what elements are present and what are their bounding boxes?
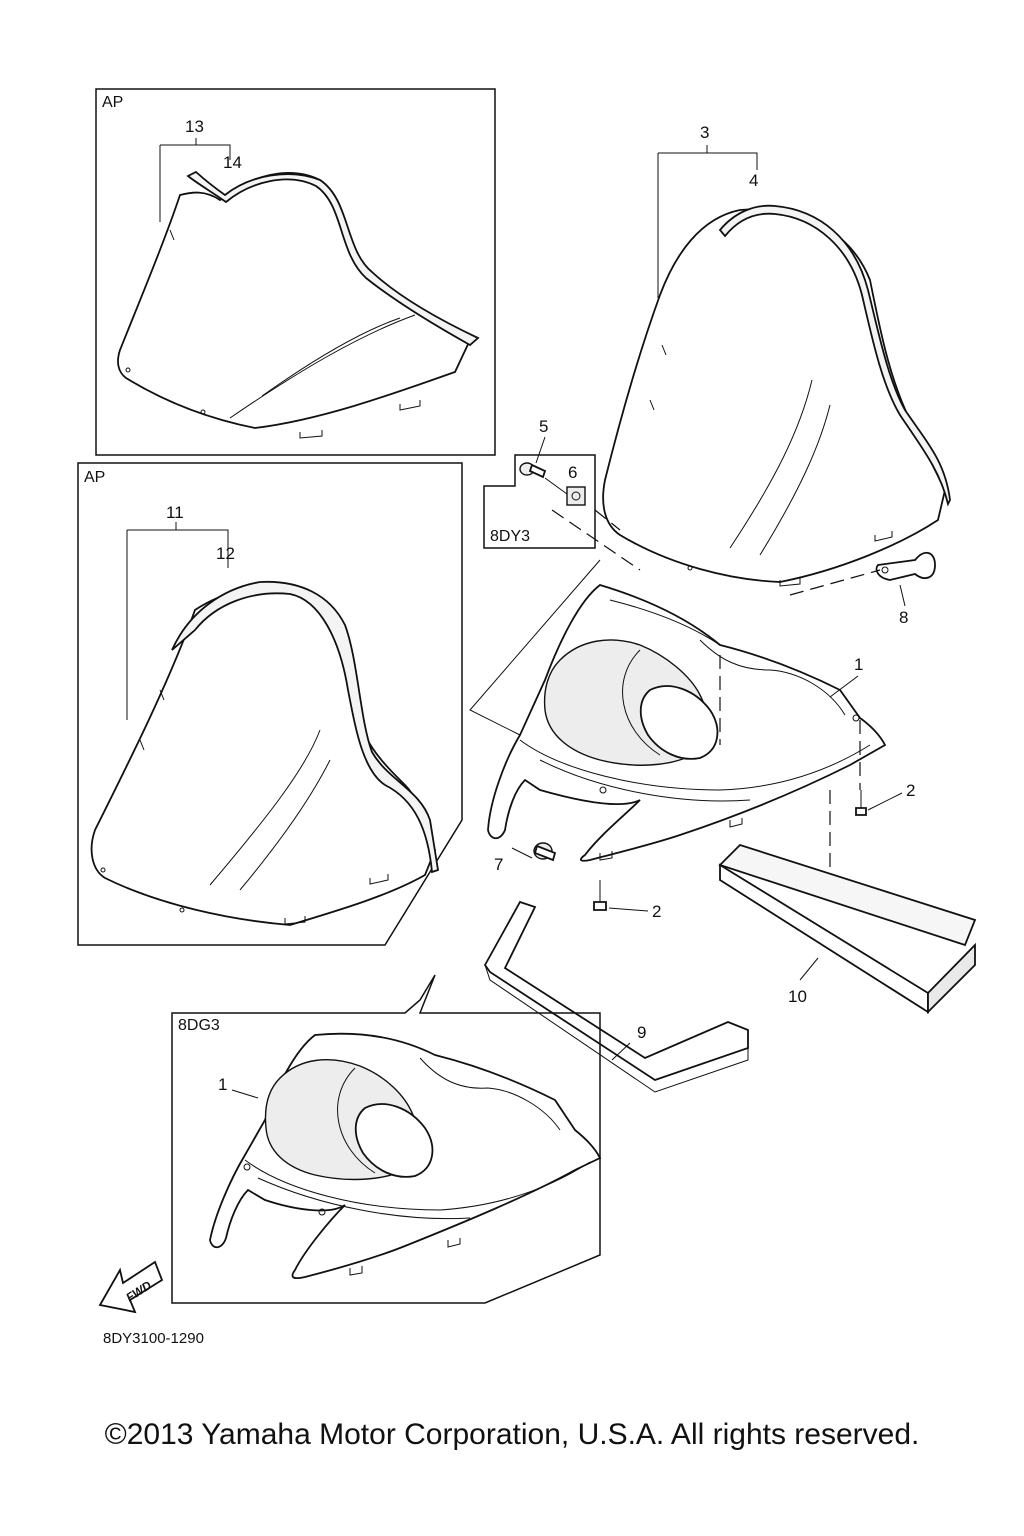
hood-cowl-1-8dg3 — [209, 1032, 602, 1280]
callout-11-12: 11 12 — [126, 503, 235, 720]
callout-1-8dg3: 1 — [218, 1075, 259, 1099]
callout-10: 10 — [788, 987, 807, 1006]
callout-13: 13 — [185, 117, 204, 136]
windshield-13 — [117, 170, 480, 439]
nut-6: 6 — [544, 463, 586, 506]
variant-box-8dy3-label: 8DY3 — [490, 528, 530, 545]
callout-12: 12 — [216, 544, 235, 563]
diagram-code: 8DY3100-1290 — [103, 1330, 204, 1347]
callout-3-4: 3 4 — [657, 123, 758, 298]
callout-2-right: 2 — [906, 781, 915, 800]
callout-1-main: 1 — [829, 655, 863, 698]
foam-block-10: 10 — [718, 843, 977, 1015]
callout-4: 4 — [749, 171, 758, 190]
fwd-arrow-icon: FWD — [98, 1260, 164, 1314]
callout-8: 8 — [899, 608, 908, 627]
part-8: 8 — [789, 551, 936, 627]
callout-1-main-label: 1 — [854, 655, 863, 674]
callout-1-8dg3-label: 1 — [218, 1075, 227, 1094]
ap-box-middle-label: AP — [84, 469, 105, 486]
callout-13-14: 13 14 — [159, 117, 242, 222]
leader-dashed-8dy3 — [551, 509, 641, 571]
hood-cowl-1 — [487, 584, 887, 862]
callout-6: 6 — [568, 463, 577, 482]
callout-14: 14 — [223, 153, 242, 172]
callout-9: 9 — [637, 1023, 646, 1042]
variant-box-8dy3: 8DY3 — [483, 454, 596, 549]
copyright-notice: ©2013 Yamaha Motor Corporation, U.S.A. A… — [104, 1418, 920, 1451]
callout-11: 11 — [166, 503, 184, 522]
bolt-2-bottom: 2 — [593, 880, 661, 921]
variant-box-8dg3-label: 8DG3 — [178, 1017, 220, 1034]
ap-box-top-label: AP — [102, 94, 123, 111]
callout-2-bottom: 2 — [652, 902, 661, 921]
callout-5: 5 — [539, 417, 548, 436]
variant-box-8dg3: 8DG3 — [171, 974, 601, 1304]
ap-box-top: AP — [95, 88, 496, 456]
ap-box-middle: AP — [77, 462, 463, 946]
bolt-5: 5 — [519, 417, 548, 479]
fastener-7: 7 — [494, 842, 557, 874]
callout-3: 3 — [700, 123, 709, 142]
foam-strip-9: 9 — [483, 900, 749, 1093]
callout-7: 7 — [494, 855, 503, 874]
windshield-11 — [90, 580, 440, 926]
windshield-3 — [602, 204, 951, 587]
bolt-2-right: 2 — [855, 781, 915, 816]
